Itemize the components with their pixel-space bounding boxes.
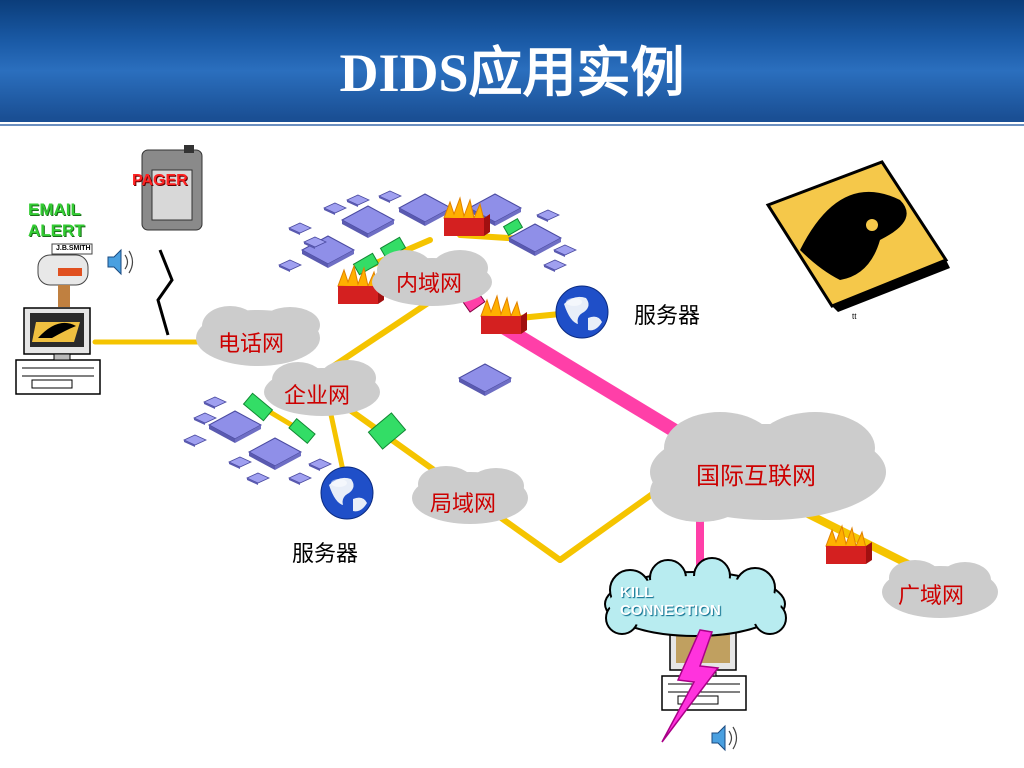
slide-title: DIDS应用实例 (339, 43, 685, 103)
kill-line2: CONNECTION (620, 602, 721, 619)
globe-icon (320, 466, 374, 520)
kill-line1: KILL (620, 584, 654, 601)
panther-logo-icon (765, 160, 950, 312)
email-alert-label: EMAIL ALERT (28, 199, 85, 241)
email-alert-line2: ALERT (28, 221, 85, 240)
lightning-icon (661, 629, 720, 743)
cloud-wan (882, 560, 998, 618)
cloud-phone (196, 306, 320, 366)
label-intranet: 内域网 (396, 271, 463, 296)
pager-label: PAGER (132, 172, 188, 189)
speaker-icon (107, 249, 134, 275)
mailbox-icon (37, 243, 93, 307)
cloud-lan (412, 466, 528, 524)
label-internet: 国际互联网 (696, 464, 816, 490)
cloud-internet (650, 412, 886, 522)
speaker-icon (711, 725, 738, 751)
label-server-top: 服务器 (634, 303, 701, 328)
label-phone-network: 电话网 (218, 331, 285, 356)
globe-icon (555, 285, 609, 339)
computer-icon (15, 307, 101, 395)
label-server-bottom: 服务器 (292, 541, 359, 566)
logo-mark: tt (852, 312, 857, 321)
pager-icon (141, 145, 203, 231)
email-alert-line1: EMAIL (28, 200, 81, 219)
cloud-enterprise (264, 360, 380, 416)
mailbox-name: J.B.SMITH (56, 245, 91, 252)
header-divider (0, 118, 1024, 122)
header-divider-thin (0, 124, 1024, 126)
green-connectors (242, 217, 524, 450)
label-lan: 局域网 (430, 491, 497, 516)
slide-header (0, 0, 1024, 118)
lightning-icon (156, 249, 174, 336)
label-enterprise-network: 企业网 (284, 383, 351, 408)
label-wan: 广域网 (898, 583, 965, 608)
cables (92, 232, 944, 584)
cloud-intranet (372, 250, 492, 306)
kill-connection-label: KILL CONNECTION (620, 584, 721, 620)
